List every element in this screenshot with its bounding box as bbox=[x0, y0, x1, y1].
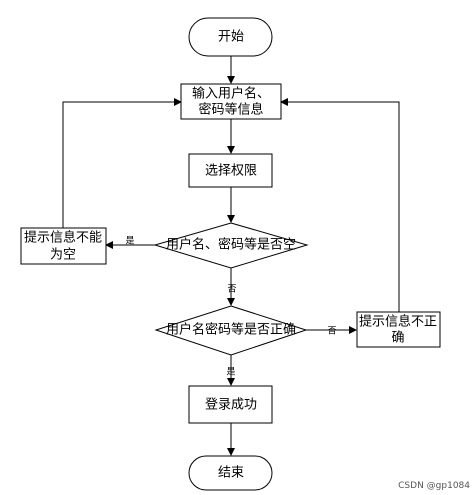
edge-incorrect-msg-to-input bbox=[280, 98, 400, 312]
edge-label-correct-yes: 是 bbox=[226, 367, 235, 378]
empty-msg-label-line1: 提示信息不能 bbox=[24, 230, 102, 246]
edge-label-empty-yes: 是 bbox=[125, 236, 134, 247]
input-label-line2: 密码等信息 bbox=[198, 102, 263, 118]
end-node: 结束 bbox=[188, 455, 273, 491]
select-label: 选择权限 bbox=[205, 163, 257, 179]
empty-msg-node: 提示信息不能 为空 bbox=[20, 227, 107, 265]
edge-label-correct-no: 否 bbox=[327, 326, 336, 337]
end-label: 结束 bbox=[218, 466, 244, 481]
start-label: 开始 bbox=[218, 30, 244, 45]
check-correct-label: 用户名密码等是否正确 bbox=[166, 322, 296, 338]
edge-empty-msg-to-input bbox=[62, 98, 182, 228]
incorrect-msg-label-line1: 提示信息不正 bbox=[359, 314, 437, 330]
incorrect-msg-label-line2: 确 bbox=[391, 331, 404, 346]
edges bbox=[62, 56, 400, 456]
select-node: 选择权限 bbox=[188, 153, 273, 188]
check-correct-node: 用户名密码等是否正确 bbox=[154, 305, 308, 356]
empty-msg-label-line2: 为空 bbox=[50, 248, 76, 263]
watermark: CSDN @gp1084 bbox=[398, 481, 470, 491]
input-label-line1: 输入用户名、 bbox=[192, 86, 270, 102]
incorrect-msg-node: 提示信息不正 确 bbox=[356, 311, 441, 348]
start-node: 开始 bbox=[188, 17, 273, 57]
input-node: 输入用户名、 密码等信息 bbox=[180, 83, 282, 120]
success-label: 登录成功 bbox=[205, 398, 257, 413]
success-node: 登录成功 bbox=[188, 385, 273, 424]
check-empty-label: 用户名、密码等是否空 bbox=[166, 237, 296, 253]
check-empty-node: 用户名、密码等是否空 bbox=[153, 222, 309, 269]
edge-label-empty-no: 否 bbox=[227, 284, 236, 295]
